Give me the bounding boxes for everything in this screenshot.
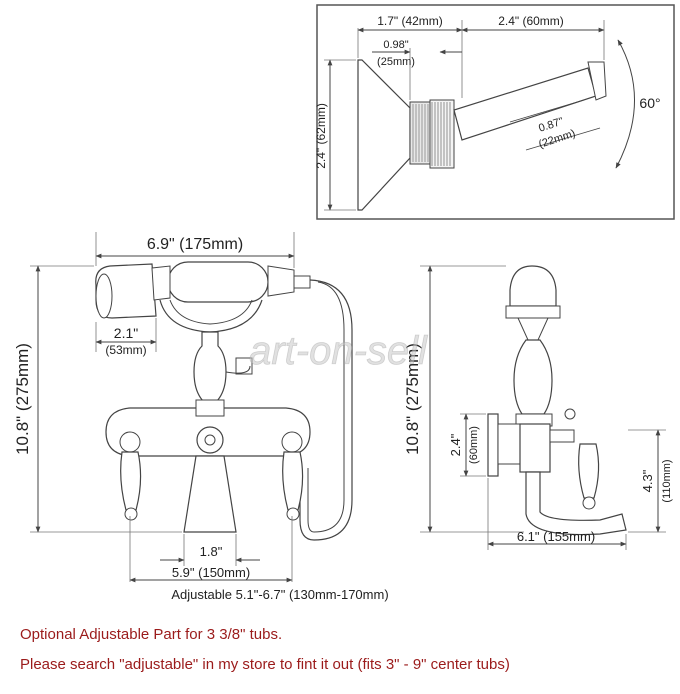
side-handle xyxy=(564,408,600,510)
front-spout xyxy=(183,455,237,533)
side-mount-mm: (60mm) xyxy=(468,426,480,464)
front-right-handle xyxy=(281,431,304,521)
side-reach: 6.1" (155mm) xyxy=(517,529,595,544)
front-height: 10.8" (275mm) xyxy=(13,343,32,455)
front-riser xyxy=(193,331,227,409)
handset-grip xyxy=(167,261,269,303)
side-riser xyxy=(513,339,553,415)
front-handset-width: 6.9" (175mm) xyxy=(147,236,243,253)
inset-height-plate: 2.4" (62mm) xyxy=(314,103,328,169)
front-handset-head-mm: (53mm) xyxy=(105,343,146,357)
inset-angle: 60° xyxy=(639,95,660,111)
side-handset xyxy=(509,265,557,307)
inset-width-arm: 2.4" (60mm) xyxy=(498,14,564,28)
front-spout-width: 1.8" xyxy=(200,544,223,559)
inset-width-body: 1.7" (42mm) xyxy=(377,14,443,28)
front-hose xyxy=(299,279,353,541)
front-handset-head: 2.1" xyxy=(114,325,138,341)
watermark: art-on-sell xyxy=(249,329,428,373)
front-view: 6.9" (175mm) 2.1" (53mm) 10.8" (275mm) 1… xyxy=(13,232,389,602)
front-left-handle xyxy=(119,431,142,521)
note-search-adjustable: Please search "adjustable" in my store t… xyxy=(20,656,510,673)
side-height: 10.8" (275mm) xyxy=(403,343,422,455)
side-mount: 2.4" xyxy=(448,433,463,456)
note-optional-part: Optional Adjustable Part for 3 3/8" tubs… xyxy=(20,626,283,643)
inset-shower-holder: 1.7" (42mm) 2.4" (60mm) 0.98" (25mm) 2.4… xyxy=(314,4,675,220)
front-centers: 5.9" (150mm) xyxy=(172,565,250,580)
side-spout-drop-mm: (110mm) xyxy=(661,459,673,502)
side-wall-mount xyxy=(487,413,499,477)
inset-width-collar: 0.98" xyxy=(383,39,408,51)
side-spout xyxy=(525,471,627,536)
inset-width-collar-mm: (25mm) xyxy=(377,56,415,68)
side-spout-drop: 4.3" xyxy=(640,469,655,492)
front-adjustable: Adjustable 5.1"-6.7" (130mm-170mm) xyxy=(171,587,388,602)
side-view: 10.8" (275mm) 2.4" (60mm) 4.3" (110mm) 6… xyxy=(403,265,673,550)
